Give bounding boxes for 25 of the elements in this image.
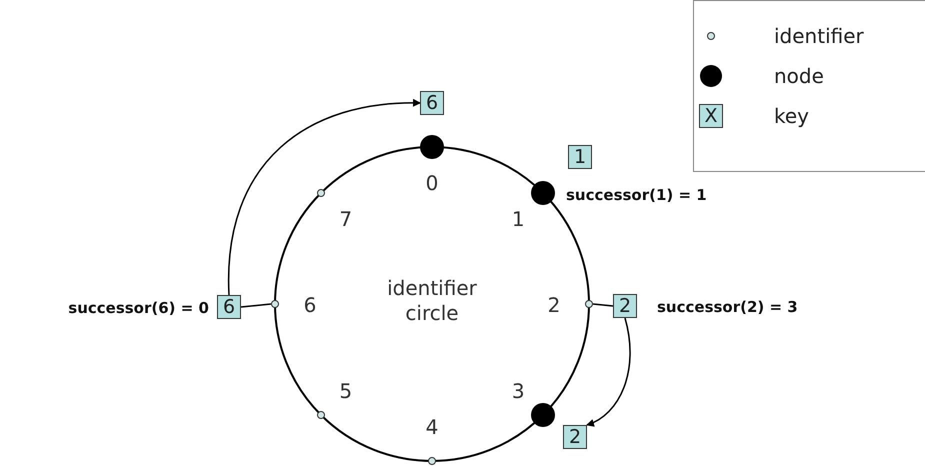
identifier-number: 7 [338, 206, 354, 233]
successor-label: successor(1) = 1 [566, 185, 708, 206]
successor-label: successor(2) = 3 [657, 297, 799, 318]
arrow [586, 318, 631, 426]
successor-label: successor(6) = 0 [67, 298, 209, 319]
key-box: 6 [420, 91, 444, 115]
key-swatch: X [699, 104, 723, 128]
key-box: 2 [613, 294, 637, 318]
identifier-number: 1 [510, 206, 526, 233]
identifier-number: 5 [338, 378, 354, 406]
connector-line [240, 303, 272, 308]
identifier-number: 4 [424, 414, 440, 441]
key-box: 1 [568, 145, 592, 169]
legend-label: identifier [774, 23, 864, 50]
connector-line [592, 303, 614, 307]
key-box: 6 [217, 295, 241, 319]
identifier-number: 0 [424, 170, 440, 197]
legend-label: node [774, 63, 824, 90]
circle-label: identifier circle [386, 276, 478, 326]
identifier-number: 6 [302, 292, 318, 319]
identifier-number: 2 [546, 292, 562, 319]
arrow [228, 99, 421, 295]
key-box: 2 [563, 425, 587, 449]
identifier-number: 3 [510, 378, 526, 406]
legend-label: key [774, 103, 810, 130]
